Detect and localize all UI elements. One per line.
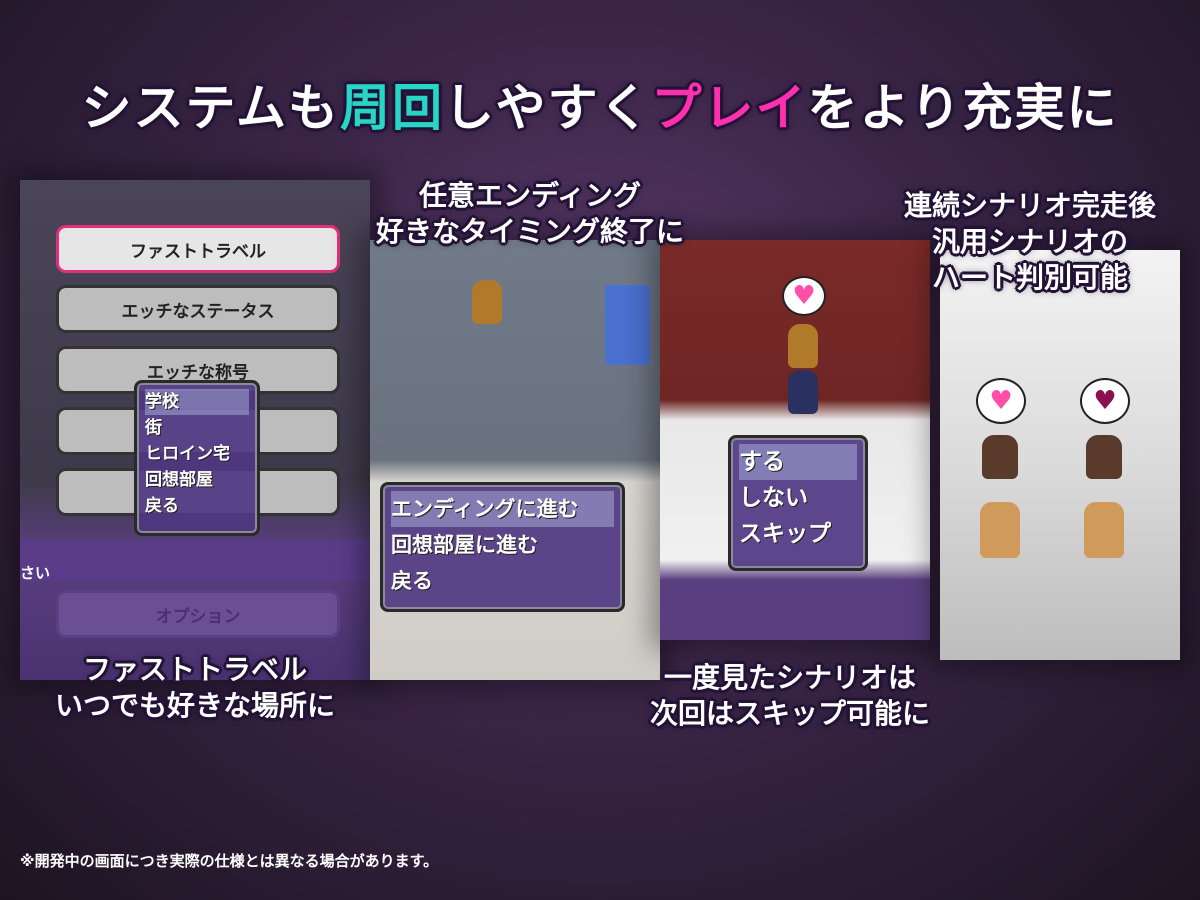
screenshot-skip: ♥ する しない スキップ: [660, 240, 930, 640]
character: [1084, 502, 1124, 558]
caption-line: いつでも好きな場所に: [54, 689, 335, 722]
title-text: をより充実に: [807, 79, 1119, 137]
caption-line: 任意エンディング: [418, 179, 642, 212]
title-text: しやすく: [444, 79, 652, 137]
caption-line: ファストトラベル: [82, 653, 307, 686]
menu-item[interactable]: エッチなステータス: [56, 285, 340, 333]
choice-item[interactable]: する: [739, 444, 857, 480]
caption-line: 連続シナリオ完走後: [903, 189, 1156, 222]
choice-item[interactable]: 戻る: [391, 569, 433, 593]
character: [1086, 435, 1122, 479]
screenshot-ending: エンディングに進む 回想部屋に進む 戻る: [370, 240, 660, 680]
message-text: さい: [20, 564, 51, 582]
heart-dark-icon: ♥: [1080, 378, 1130, 424]
character: [980, 502, 1020, 558]
player-character: [472, 280, 502, 324]
caption-skip: 一度見たシナリオは次回はスキップ可能に: [580, 660, 1000, 732]
choice-item[interactable]: エンディングに進む: [391, 491, 614, 527]
screenshot-fast-travel: ファストトラベル エッチなステータス エッチな称号 オプション さい 学校 街 …: [20, 180, 370, 680]
destination-item[interactable]: 学校: [145, 389, 249, 415]
ending-choice-menu: エンディングに進む 回想部屋に進む 戻る: [380, 482, 625, 612]
destination-item[interactable]: ヒロイン宅: [145, 444, 230, 464]
choice-item[interactable]: 回想部屋に進む: [391, 533, 538, 557]
message-box: さい: [20, 540, 370, 582]
caption-line: 好きなタイミング終了に: [375, 215, 684, 248]
heart-pink-icon: ♥: [976, 378, 1026, 424]
title-highlight: プレイ: [651, 79, 808, 137]
heroine-character: [788, 370, 818, 414]
destination-item[interactable]: 戻る: [145, 496, 179, 516]
caption-line: ハート判別可能: [931, 261, 1128, 294]
title-highlight: 周回: [340, 79, 444, 137]
destination-item[interactable]: 回想部屋: [145, 470, 213, 490]
caption-line: 一度見たシナリオは: [663, 661, 916, 694]
player-character: [788, 324, 818, 368]
page-title: システムも周回しやすくプレイをより充実に: [0, 68, 1200, 140]
caption-ending: 任意エンディング好きなタイミング終了に: [300, 178, 760, 250]
bed: [605, 285, 650, 365]
disclaimer-note: ※開発中の画面につき実際の仕様とは異なる場合があります。: [20, 852, 439, 870]
option-button[interactable]: オプション: [56, 590, 340, 638]
destination-menu: 学校 街 ヒロイン宅 回想部屋 戻る: [134, 380, 260, 536]
caption-fast-travel: ファストトラベルいつでも好きな場所に: [20, 652, 370, 724]
menu-item[interactable]: ファストトラベル: [56, 225, 340, 273]
character: [982, 435, 1018, 479]
choice-item[interactable]: スキップ: [739, 521, 831, 547]
choice-item[interactable]: しない: [739, 485, 808, 511]
caption-heart: 連続シナリオ完走後汎用シナリオのハート判別可能: [860, 188, 1200, 296]
heart-bubble-icon: ♥: [782, 276, 826, 316]
skip-choice-menu: する しない スキップ: [728, 435, 868, 571]
caption-line: 次回はスキップ可能に: [649, 697, 930, 730]
caption-line: 汎用シナリオの: [931, 225, 1128, 258]
destination-item[interactable]: 街: [145, 418, 162, 438]
screenshot-heart-check: ♥ ♥: [940, 250, 1180, 660]
title-text: システムも: [81, 79, 340, 137]
